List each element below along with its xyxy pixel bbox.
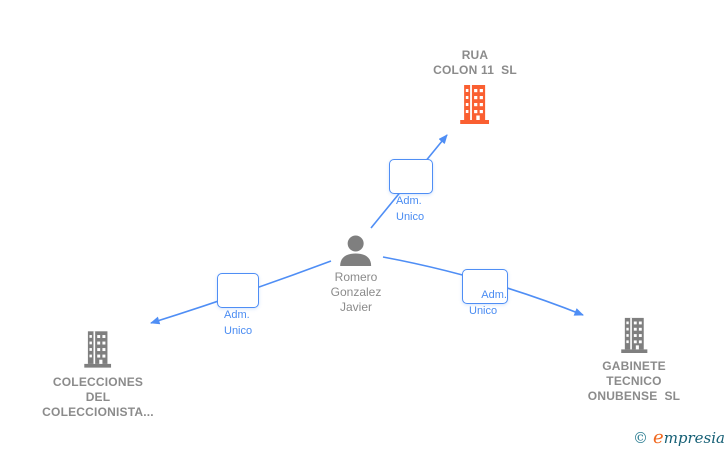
building-icon [460, 85, 490, 124]
edge-label-text: Adm. Unico [224, 309, 253, 337]
company-name: RUA COLON 11 SL [433, 48, 517, 77]
edge-label-adm-unico[interactable]: Adm. Unico [462, 269, 508, 317]
person-name: Romero Gonzalez Javier [330, 270, 382, 314]
node-company-rua-colon-11-sl[interactable]: RUA COLON 11 SL [433, 48, 517, 124]
company-name: GABINETE TECNICO ONUBENSE SL [587, 359, 681, 403]
copyright-icon: © [633, 429, 649, 447]
edge-label-adm-unico[interactable]: Adm. Unico [389, 159, 433, 223]
brand-initial: e [653, 427, 664, 448]
empresia-logo[interactable]: ©empresia [633, 427, 725, 448]
building-icon [84, 331, 112, 368]
edge-label-text: Adm. Unico [396, 195, 425, 223]
node-person-romero-gonzalez-javier[interactable]: Romero Gonzalez Javier [330, 235, 382, 315]
node-company-colecciones-del-coleccionista[interactable]: COLECCIONES DEL COLECCIONISTA... [42, 330, 154, 420]
edge-label-adm-unico[interactable]: Adm. Unico [217, 273, 259, 337]
person-icon [340, 235, 372, 266]
node-company-gabinete-tecnico-onubense[interactable]: GABINETE TECNICO ONUBENSE SL [588, 317, 680, 404]
company-name: COLECCIONES DEL COLECCIONISTA... [42, 375, 154, 419]
brand-name: mpresia [663, 429, 725, 447]
building-icon [620, 317, 648, 353]
edge-label-text: Adm. Unico [469, 289, 507, 317]
